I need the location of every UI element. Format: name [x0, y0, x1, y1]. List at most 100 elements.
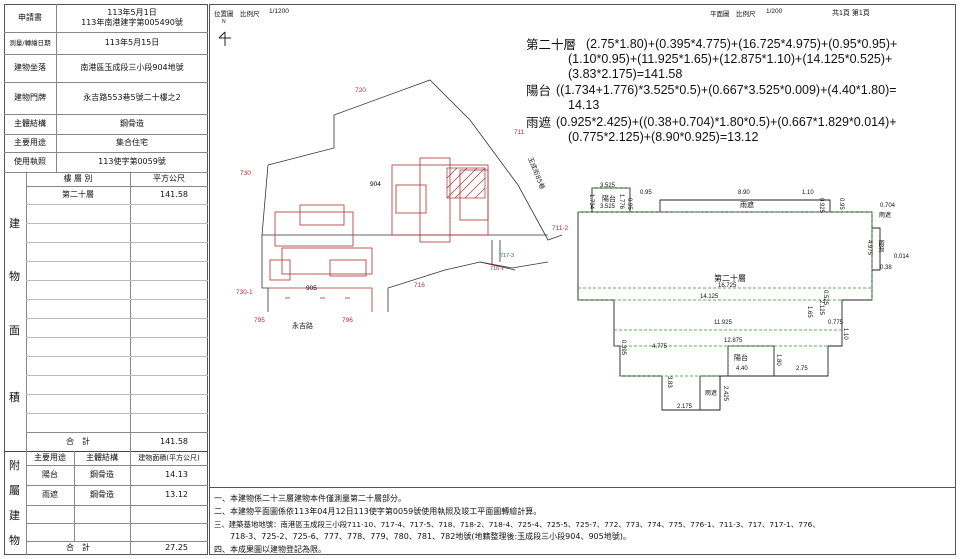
- dim-890: 8.90: [738, 190, 750, 196]
- label-structure: 主體結構: [14, 119, 46, 128]
- table-grid-line: [26, 242, 208, 243]
- dim-383: 3.83: [666, 376, 672, 388]
- dim-180-a: 1.80: [775, 354, 781, 366]
- value-location: 南港區玉成段三小段904地號: [80, 63, 184, 72]
- table-grid-line: [26, 280, 208, 281]
- dim-4975: 4.975: [866, 240, 872, 256]
- area-vertical-1: 建: [9, 217, 20, 230]
- note-2: 二、本建物平面圖係依113年04月12日113使字第0059號使用執照及竣工平面…: [214, 507, 542, 516]
- annex-vertical-3: 建: [9, 509, 20, 522]
- formula-canopy-line2: (0.775*2.125)+(8.90*0.925)=13.12: [568, 130, 759, 144]
- area-vertical-4: 積: [9, 391, 20, 404]
- site-plan-scale: 1/1200: [269, 8, 289, 15]
- table-grid-line: [26, 356, 208, 357]
- label-balcony-top: 陽台: [602, 195, 616, 203]
- annex-row-2-use: 雨遮: [42, 490, 58, 499]
- dim-110-b: 1.10: [842, 328, 848, 340]
- floor-plan-scale: 1/200: [766, 8, 783, 15]
- annex-row-1-structure: 鋼骨造: [90, 470, 114, 479]
- table-grid-line: [26, 375, 208, 376]
- total-value: 141.58: [160, 436, 188, 446]
- annex-total-label: 合 計: [66, 543, 90, 552]
- dim-1776: 1.776: [618, 194, 624, 210]
- table-grid-line: [26, 299, 208, 300]
- label-canopy-right2: 雨遮: [879, 212, 892, 219]
- value-structure: 鋼骨造: [120, 119, 144, 128]
- label-license: 使用執照: [14, 157, 46, 166]
- annex-header-use: 主要用途: [34, 453, 66, 462]
- dim-095-c: 0.95: [838, 198, 844, 210]
- formula-floor-name: 第二十層: [526, 37, 577, 52]
- formula-balcony-name: 陽台: [526, 83, 552, 98]
- table-grid-line: [26, 204, 208, 205]
- dim-095-a: 0.95: [640, 190, 652, 196]
- floor-plan-scale-label: 比例尺: [736, 11, 756, 18]
- area-vertical-2: 物: [9, 270, 20, 283]
- floor-row-area: 141.58: [160, 190, 188, 199]
- formula-floor-line3: (3.83*2.175)=141.58: [568, 67, 683, 81]
- dim-095-b: 0.95: [626, 198, 632, 210]
- col-floor-header: 樓 層 別: [63, 174, 93, 183]
- label-main-floor: 第二十層: [714, 274, 746, 283]
- formula-balcony-line1: ((1.734+1.776)*3.525*0.5)+(0.667*3.525*0…: [556, 83, 897, 97]
- annex-header-area: 建物面積(平方公尺): [138, 454, 200, 462]
- dim-0014: 0.014: [894, 254, 910, 260]
- formula-floor-line2: (1.10*0.95)+(11.925*1.65)+(12.875*1.10)+…: [568, 52, 893, 66]
- dim-0704: 0.704: [880, 203, 896, 209]
- label-application: 申請書: [18, 13, 42, 22]
- note-4: 四、本成果圖以建物登記為限。: [214, 545, 326, 554]
- north-letter: N: [222, 19, 226, 25]
- annex-row-2-area: 13.12: [165, 490, 188, 499]
- table-grid-line: [26, 394, 208, 395]
- dim-2125: 2.125: [818, 300, 824, 316]
- table-grid-line: [26, 223, 208, 224]
- floor-plan-title: 平面圖: [710, 11, 730, 18]
- annex-row-2-structure: 鋼骨造: [90, 490, 114, 499]
- label-use: 主要用途: [14, 138, 46, 147]
- left-table: [4, 4, 208, 555]
- label-canopy-right: 雨遮: [877, 240, 884, 252]
- formula-balcony-line2: 14.13: [568, 98, 600, 112]
- dim-0775: 0.775: [828, 320, 844, 326]
- total-label: 合 計: [66, 436, 90, 446]
- note-3-cont: 718-3、725-2、725-6、777、778、779、780、781、78…: [214, 532, 631, 541]
- value-survey-date: 113年5月15日: [104, 38, 160, 47]
- note-3: 三、建築基地地號：南港區玉成段三小段711-10、717-4、717-5、718…: [214, 520, 820, 529]
- annex-vertical-1: 附: [9, 459, 20, 472]
- dim-0525: 0.525: [822, 290, 828, 306]
- dim-3525-b: 3.525: [600, 204, 616, 210]
- site-plan-title: 位置圖: [214, 11, 234, 18]
- dim-14125: 14.125: [700, 294, 719, 300]
- dim-038: 0.38: [880, 265, 892, 271]
- dim-1734: 1.734: [588, 194, 594, 210]
- label-survey-date: 測量/轉繪日期: [9, 39, 51, 47]
- table-grid-line: [26, 318, 208, 319]
- dim-0395: 0.395: [620, 340, 626, 356]
- label-balcony-bottom: 陽台: [734, 354, 748, 362]
- formula-canopy-line1: (0.925*2.425)+((0.38+0.704)*1.80*0.5)+(0…: [556, 115, 897, 129]
- page-info: 共1頁 第1頁: [832, 10, 870, 17]
- annex-row-1-area: 14.13: [165, 470, 188, 479]
- col-area-header: 平方公尺: [153, 174, 185, 183]
- label-address: 建物門牌: [14, 93, 46, 102]
- dim-16725: 16.725: [718, 283, 737, 289]
- value-address: 永吉路553巷5號二十樓之2: [83, 93, 181, 102]
- annex-vertical-4: 物: [9, 534, 20, 547]
- dim-3525-a: 3.525: [600, 183, 616, 189]
- table-grid-line: [26, 261, 208, 262]
- dim-12875: 12.875: [724, 338, 743, 344]
- dim-2425: 2.425: [722, 386, 728, 402]
- label-canopy-top: 雨遮: [740, 201, 754, 209]
- dim-165: 1.65: [806, 306, 812, 318]
- dim-11925: 11.925: [714, 320, 732, 326]
- area-vertical-3: 面: [9, 324, 20, 337]
- table-grid-line: [26, 337, 208, 338]
- annex-header-structure: 主體結構: [86, 453, 118, 462]
- note-1: 一、本建物係二十三層建物本件僅測量第二十層部分。: [214, 494, 406, 503]
- dim-2175: 2.175: [677, 404, 693, 410]
- site-plan-scale-label: 比例尺: [240, 11, 260, 18]
- label-location: 建物坐落: [14, 63, 46, 72]
- annex-vertical-2: 屬: [9, 484, 20, 497]
- annex-total-value: 27.25: [165, 543, 188, 552]
